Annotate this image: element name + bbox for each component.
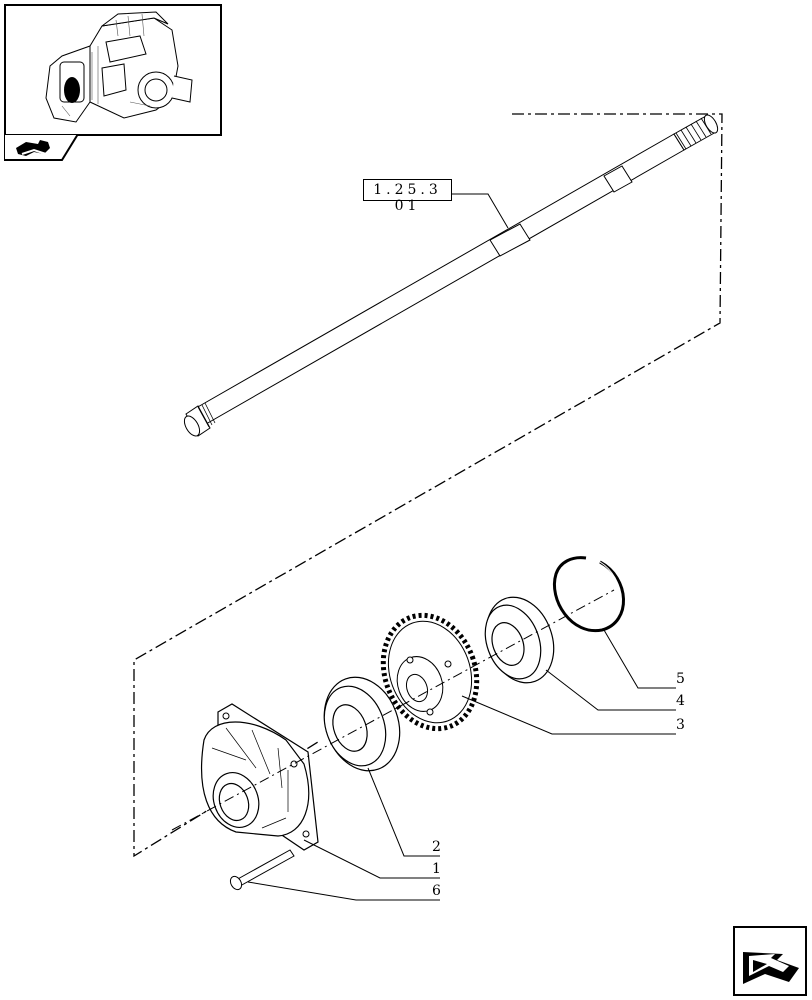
bearing-outer [484,596,555,684]
leader-4 [545,669,676,711]
leader-6 [247,881,440,901]
shaft [195,115,717,425]
leader-5 [603,629,676,689]
transmission-housing-thumbnail-icon [45,11,193,123]
leader-3 [461,695,676,735]
reference-box[interactable]: 1.25.3 01 [363,179,452,214]
reference-leader [452,193,509,229]
callout-6: 6 [432,883,441,899]
callout-5: 5 [676,671,685,687]
callout-4: 4 [676,693,685,709]
cap-screw [229,849,295,891]
leader-2 [367,767,440,857]
thumbnail-frame [4,4,222,136]
reference-code: 1.25.3 01 [373,182,442,214]
bearing-inner [323,676,401,772]
section-tab[interactable] [3,133,80,162]
gear [380,612,480,732]
retaining-ring [553,556,625,633]
bearing-cover [200,703,319,851]
shaft-splined-end [183,405,211,437]
callout-1: 1 [432,861,441,877]
callout-2: 2 [432,839,441,855]
callout-3: 3 [676,717,685,733]
axis-dash-line [171,589,615,831]
next-page-button[interactable] [733,926,807,996]
next-page-arrow-icon [733,926,807,996]
leader-1 [303,839,440,879]
assembly-dash-line [133,113,723,858]
tractor-section-icon [3,133,80,161]
